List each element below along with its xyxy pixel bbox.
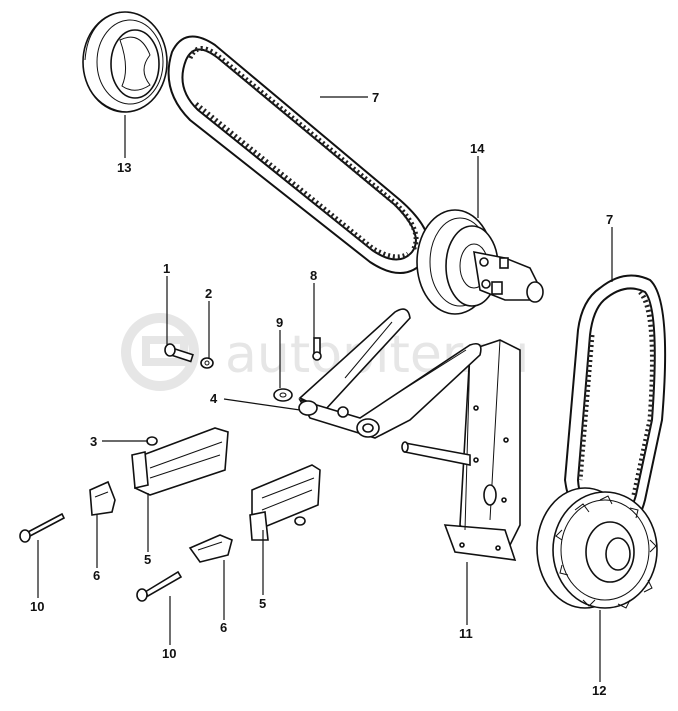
callouts: 7 13 14 7 1 2 8 9 4 3 5 5 6 6 10 10 11 1…	[30, 90, 613, 698]
bracket-plate-lower	[249, 464, 321, 541]
mounting-bracket	[401, 339, 521, 561]
callout-9: 9	[276, 315, 283, 330]
tensioner-arm	[298, 308, 482, 439]
callout-11: 11	[459, 626, 473, 641]
callout-4: 4	[210, 391, 218, 406]
crankshaft-pulley	[82, 11, 168, 113]
toothed-pulley	[536, 487, 658, 609]
small-bolt	[312, 337, 322, 361]
callout-5-right: 5	[259, 596, 266, 611]
long-bolt-upper	[19, 512, 66, 543]
nut-small	[146, 436, 158, 446]
callout-1: 1	[163, 261, 170, 276]
clamp-upper	[89, 480, 116, 516]
callout-13: 13	[117, 160, 131, 175]
callout-5-left: 5	[144, 552, 151, 567]
callout-8: 8	[310, 268, 317, 283]
callout-12: 12	[592, 683, 606, 698]
nut	[200, 357, 214, 369]
upper-drive-belt	[167, 35, 430, 274]
callout-14: 14	[470, 141, 485, 156]
callout-6-right: 6	[220, 620, 227, 635]
bolt	[164, 343, 194, 363]
washer	[273, 388, 293, 402]
callout-2: 2	[205, 286, 212, 301]
alternator-pulley	[416, 209, 544, 315]
bracket-plate-upper	[131, 427, 229, 496]
watermark-logo-icon	[121, 313, 199, 391]
leader-lines	[37, 96, 613, 682]
long-bolt-lower	[136, 570, 183, 602]
callout-6-left: 6	[93, 568, 100, 583]
callout-7-upper: 7	[372, 90, 379, 105]
callout-10-left: 10	[30, 599, 44, 614]
callout-10-right: 10	[162, 646, 176, 661]
callout-7-lower: 7	[606, 212, 613, 227]
callout-3: 3	[90, 434, 97, 449]
clamp-lower	[188, 534, 233, 563]
